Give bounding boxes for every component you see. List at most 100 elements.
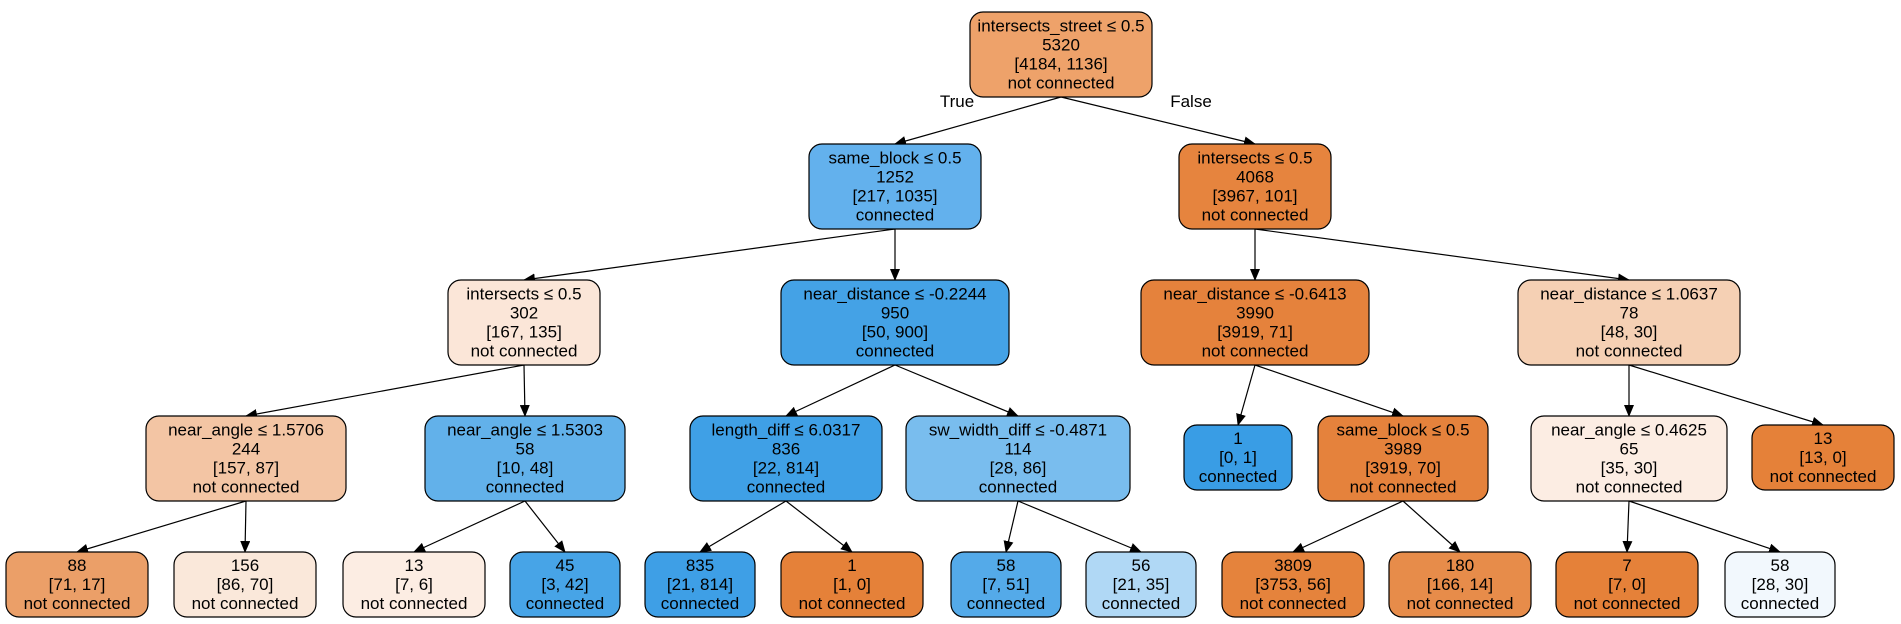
node-class: not connected bbox=[1240, 594, 1347, 613]
node-box bbox=[1388, 551, 1532, 618]
leaf-node-n15: 88[71, 17]not connected bbox=[5, 551, 149, 618]
node-value: [3, 42] bbox=[541, 575, 588, 594]
node-samples: 1 bbox=[847, 556, 856, 575]
edge-n10-n22 bbox=[1017, 500, 1142, 553]
node-condition: near_distance ≤ 1.0637 bbox=[1540, 285, 1718, 304]
node-condition: near_distance ≤ -0.2244 bbox=[803, 285, 986, 304]
node-condition: near_angle ≤ 1.5706 bbox=[168, 421, 324, 440]
edge-label-false: False bbox=[1170, 92, 1212, 111]
leaf-node-n17: 13[7, 6]not connected bbox=[342, 551, 486, 618]
node-box bbox=[1517, 279, 1741, 366]
node-class: connected bbox=[1102, 594, 1180, 613]
node-box bbox=[447, 279, 601, 366]
node-value: [21, 35] bbox=[1113, 575, 1170, 594]
edge-n6-n14 bbox=[1628, 364, 1824, 427]
node-samples: 7 bbox=[1622, 556, 1631, 575]
node-class: connected bbox=[526, 594, 604, 613]
leaf-node-n11: 1[0, 1]connected bbox=[1183, 424, 1293, 491]
node-samples: 88 bbox=[68, 556, 87, 575]
edge-n8-n18 bbox=[524, 500, 566, 553]
node-condition: same_block ≤ 0.5 bbox=[1336, 421, 1469, 440]
node-samples: 836 bbox=[772, 440, 800, 459]
node-class: not connected bbox=[1407, 594, 1514, 613]
node-value: [21, 814] bbox=[667, 575, 733, 594]
node-samples: 3990 bbox=[1236, 304, 1274, 323]
node-class: connected bbox=[661, 594, 739, 613]
edge-n5-n12 bbox=[1254, 364, 1404, 418]
node-value: [3919, 71] bbox=[1217, 323, 1293, 342]
node-value: [7, 0] bbox=[1608, 575, 1646, 594]
node-box bbox=[808, 143, 982, 230]
node-condition: intersects ≤ 0.5 bbox=[466, 285, 581, 304]
node-samples: 58 bbox=[1771, 556, 1790, 575]
node-value: [167, 135] bbox=[486, 323, 562, 342]
node-box bbox=[780, 279, 1010, 366]
node-class: not connected bbox=[193, 478, 300, 497]
node-box bbox=[173, 551, 317, 618]
node-class: not connected bbox=[361, 594, 468, 613]
edge-n12-n24 bbox=[1402, 500, 1461, 553]
node-class: not connected bbox=[192, 594, 299, 613]
node-class: not connected bbox=[471, 342, 578, 361]
node-box bbox=[342, 551, 486, 618]
edge-n13-n25 bbox=[1622, 500, 1633, 553]
leaf-node-n21: 58[7, 51]connected bbox=[950, 551, 1062, 618]
node-condition: near_distance ≤ -0.6413 bbox=[1163, 285, 1346, 304]
node-value: [22, 814] bbox=[753, 459, 819, 478]
node-value: [7, 6] bbox=[395, 575, 433, 594]
node-box bbox=[1221, 551, 1365, 618]
edge-n5-n11 bbox=[1236, 364, 1256, 426]
edge-n4-n10 bbox=[894, 364, 1019, 417]
node-class: not connected bbox=[1202, 206, 1309, 225]
node-samples: 5320 bbox=[1042, 36, 1080, 55]
node-samples: 114 bbox=[1004, 440, 1031, 459]
node-box bbox=[689, 415, 883, 502]
node-value: [71, 17] bbox=[49, 575, 106, 594]
node-class: connected bbox=[856, 206, 934, 225]
node-value: [13, 0] bbox=[1799, 448, 1846, 467]
node-box bbox=[905, 415, 1131, 502]
node-class: not connected bbox=[1770, 467, 1877, 486]
node-samples: 58 bbox=[516, 440, 535, 459]
leaf-node-n26: 58[28, 30]connected bbox=[1724, 551, 1836, 618]
node-samples: 1 bbox=[1233, 429, 1242, 448]
node-condition: same_block ≤ 0.5 bbox=[828, 149, 961, 168]
node-class: connected bbox=[1741, 594, 1819, 613]
node-samples: 3809 bbox=[1274, 556, 1312, 575]
node-samples: 78 bbox=[1620, 304, 1639, 323]
node-condition: intersects_street ≤ 0.5 bbox=[977, 17, 1144, 36]
node-value: [28, 30] bbox=[1752, 575, 1809, 594]
edge-n8-n17 bbox=[413, 500, 526, 553]
node-samples: 13 bbox=[1814, 429, 1833, 448]
edge-n12-n23 bbox=[1292, 500, 1404, 553]
node-class: not connected bbox=[1574, 594, 1681, 613]
node-samples: 65 bbox=[1620, 440, 1639, 459]
node-box bbox=[1724, 551, 1836, 618]
leaf-node-n14: 13[13, 0]not connected bbox=[1751, 424, 1895, 491]
edge-n4-n9 bbox=[785, 364, 896, 417]
leaf-node-n23: 3809[3753, 56]not connected bbox=[1221, 551, 1365, 618]
node-value: [50, 900] bbox=[862, 323, 928, 342]
node-box bbox=[5, 551, 149, 618]
node-value: [1, 0] bbox=[833, 575, 871, 594]
edge-n3-n7 bbox=[245, 364, 525, 419]
edge-n3-n8 bbox=[519, 364, 530, 417]
node-samples: 4068 bbox=[1236, 168, 1274, 187]
node-class: connected bbox=[486, 478, 564, 497]
node-class: not connected bbox=[1576, 342, 1683, 361]
node-class: connected bbox=[979, 478, 1057, 497]
edge-n0-n1 bbox=[894, 96, 1062, 146]
node-value: [3919, 70] bbox=[1365, 459, 1441, 478]
node-box bbox=[1085, 551, 1197, 618]
node-value: [4184, 1136] bbox=[1014, 55, 1107, 74]
